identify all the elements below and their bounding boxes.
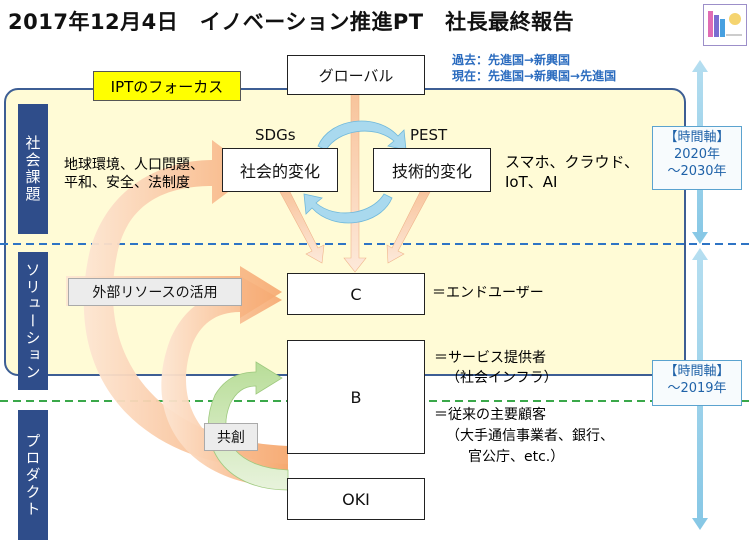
social-issues-text: 地球環境、人口問題、 平和、安全、法制度	[64, 156, 204, 192]
timeline-long-head: 【時間軸】	[664, 130, 730, 145]
oki-box: OKI	[287, 478, 425, 520]
tech-line-1: スマホ、クラウド、	[505, 153, 639, 171]
sidebar-product: プロダクト	[18, 410, 48, 540]
sidebar-solution: ソリューション	[18, 252, 48, 390]
timeline-short-head: 【時間軸】	[664, 364, 730, 379]
sidebar-social-issues: 社会課題	[18, 104, 48, 234]
b-box: B	[287, 340, 425, 454]
c-box: C	[287, 273, 425, 315]
arrow-global-to-c	[343, 91, 367, 273]
cocreation-tag: 共創	[204, 423, 258, 451]
timeline-long-box: 【時間軸】 2020年 ～2030年	[652, 126, 742, 190]
ipt-focus-tag: IPTのフォーカス	[93, 71, 241, 101]
legacy-customer-description: ＝従来の主要顧客 （大手通信事業者、銀行、 官公庁、etc.）	[434, 405, 614, 468]
b-desc-line-3: ＝従来の主要顧客	[434, 407, 546, 423]
tech-text: スマホ、クラウド、 IoT、AI	[505, 152, 639, 192]
c-description: ＝エンドユーザー	[432, 285, 544, 301]
b-desc-line-2: （社会インフラ）	[446, 370, 558, 386]
logo-icon	[708, 11, 742, 37]
social-issues-line-2: 平和、安全、法制度	[64, 175, 190, 191]
slide-title: 2017年12月4日 イノベーション推進PT 社長最終報告	[8, 10, 575, 34]
arrow-oki-to-social	[83, 140, 288, 470]
logo	[703, 4, 747, 46]
b-desc-line-5: 官公庁、etc.）	[468, 449, 565, 465]
history-present: 現在：先進国→新興国→先進国	[452, 69, 617, 83]
global-box: グローバル	[287, 55, 425, 95]
cycle-arrow-bottom	[303, 193, 393, 224]
timeline-long-range-2: ～2030年	[667, 164, 727, 179]
social-issues-line-1: 地球環境、人口問題、	[64, 157, 204, 173]
cycle-arrow-top	[317, 120, 407, 151]
tech-line-2: IoT、AI	[505, 173, 558, 191]
sdgs-label: SDGs	[255, 126, 296, 144]
timeline-short-box: 【時間軸】 ～2019年	[652, 360, 742, 406]
b-desc-line-4: （大手通信事業者、銀行、	[446, 428, 614, 444]
tech-change-box: 技術的変化	[373, 148, 491, 192]
timeline-short-range: ～2019年	[667, 381, 727, 396]
arrow-tech-to-c	[386, 187, 431, 264]
arrow-social-to-c	[279, 187, 325, 264]
b-description: ＝サービス提供者 （社会インフラ）	[434, 348, 558, 388]
arrow-oki-to-b	[161, 276, 288, 487]
b-desc-line-1: ＝サービス提供者	[434, 350, 546, 366]
timeline-long-range-1: 2020年	[673, 147, 721, 162]
history-past: 過去：先進国→新興国	[452, 53, 571, 67]
pest-label: PEST	[410, 126, 448, 144]
history-note: 過去：先進国→新興国 現在：先進国→新興国→先進国	[452, 52, 616, 84]
external-resources-tag: 外部リソースの活用	[68, 278, 242, 306]
social-change-box: 社会的変化	[222, 148, 338, 192]
